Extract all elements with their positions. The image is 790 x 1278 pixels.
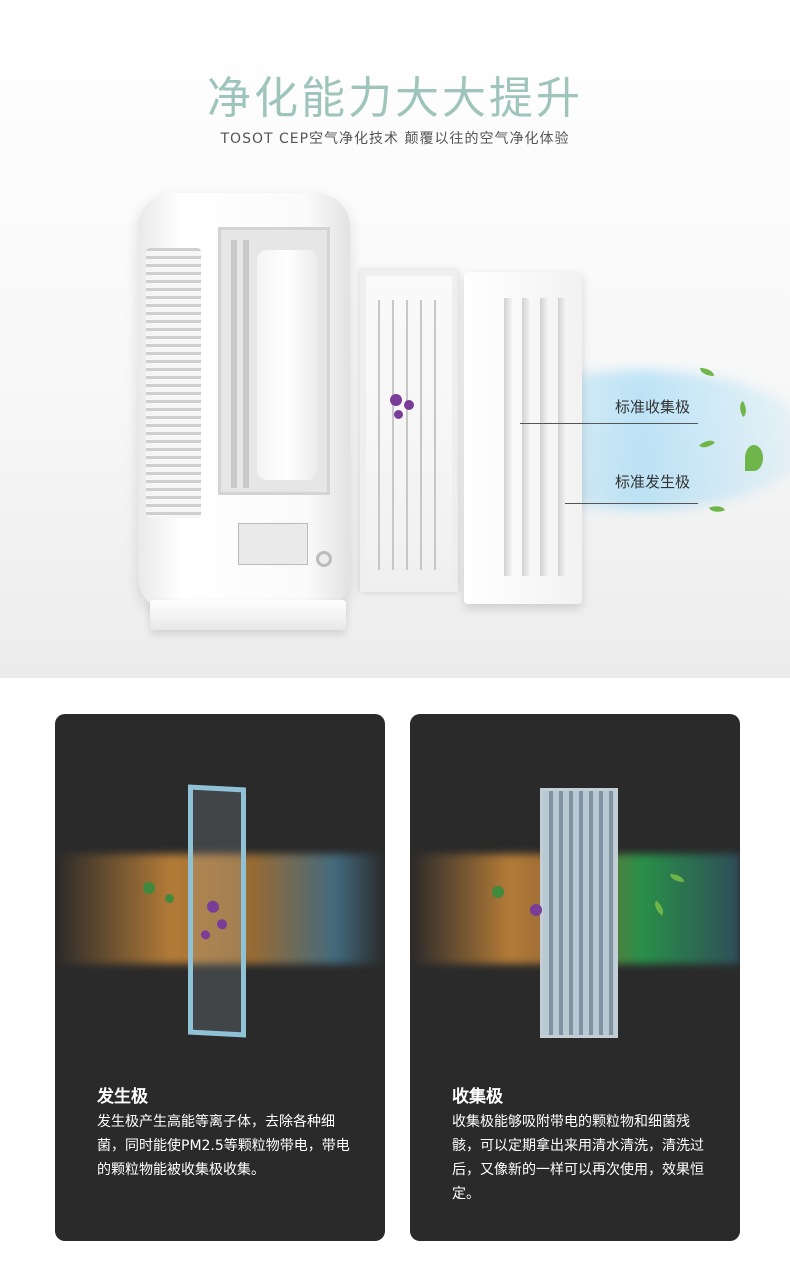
germ-icon bbox=[492, 886, 504, 898]
hero-section: 净化能力大大提升 TOSOT CEP空气净化技术 颠覆以往的空气净化体验 bbox=[0, 0, 790, 678]
germ-icon bbox=[394, 410, 403, 419]
germ-icon bbox=[143, 882, 155, 894]
page-subtitle: TOSOT CEP空气净化技术 颠覆以往的空气净化体验 bbox=[220, 131, 570, 147]
cavity-plate bbox=[257, 250, 317, 480]
germ-icon bbox=[390, 394, 402, 406]
power-knob-icon bbox=[316, 551, 332, 567]
generator-wire bbox=[420, 300, 422, 570]
generator-wire bbox=[434, 300, 436, 570]
collector-fin bbox=[558, 298, 566, 576]
collector-panel-image bbox=[540, 788, 618, 1038]
germ-icon bbox=[201, 930, 210, 940]
filter-cavity bbox=[218, 227, 330, 495]
collector-card: 收集极 收集极能够吸附带电的颗粒物和细菌残骸，可以定期拿出来用清水清洗，清洗过后… bbox=[410, 714, 740, 1241]
germ-icon bbox=[165, 894, 174, 903]
leaf-icon bbox=[709, 502, 725, 516]
side-vents bbox=[146, 248, 201, 518]
product-label bbox=[238, 523, 308, 565]
germ-icon bbox=[404, 400, 414, 410]
generator-wire bbox=[406, 300, 408, 570]
purifier-body-image bbox=[138, 193, 350, 611]
generator-wire bbox=[392, 300, 394, 570]
germ-icon bbox=[217, 919, 227, 930]
callout-generator: 标准发生极 bbox=[615, 473, 691, 491]
collector-fin bbox=[504, 298, 512, 576]
collector-electrode-image bbox=[464, 272, 582, 604]
collector-fin bbox=[522, 298, 530, 576]
callout-line-generator bbox=[565, 503, 698, 504]
purifier-base bbox=[150, 600, 346, 630]
germ-icon bbox=[207, 900, 219, 914]
card-description: 发生极产生高能等离子体，去除各种细菌，同时能使PM2.5等颗粒物带电，带电的颗粒… bbox=[97, 1114, 350, 1178]
callout-collector: 标准收集极 bbox=[615, 398, 691, 416]
card-title: 发生极 bbox=[97, 1087, 148, 1107]
generator-panel-image bbox=[188, 784, 246, 1038]
generator-card: 发生极 发生极产生高能等离子体，去除各种细菌，同时能使PM2.5等颗粒物带电，带… bbox=[55, 714, 385, 1241]
generator-wire bbox=[378, 300, 380, 570]
airflow-band bbox=[55, 854, 385, 964]
generator-electrode-image bbox=[360, 270, 458, 592]
cavity-rod bbox=[243, 240, 249, 488]
page-title: 净化能力大大提升 bbox=[207, 73, 583, 124]
callout-line-collector bbox=[520, 423, 698, 424]
collector-fin bbox=[540, 298, 548, 576]
leaf-icon bbox=[745, 445, 763, 471]
germ-icon bbox=[530, 904, 542, 916]
card-title: 收集极 bbox=[452, 1087, 503, 1107]
leaf-icon bbox=[700, 368, 714, 376]
leaf-icon bbox=[670, 874, 684, 882]
card-description: 收集极能够吸附带电的颗粒物和细菌残骸，可以定期拿出来用清水清洗，清洗过后，又像新… bbox=[452, 1114, 704, 1202]
cavity-rod bbox=[231, 240, 237, 488]
